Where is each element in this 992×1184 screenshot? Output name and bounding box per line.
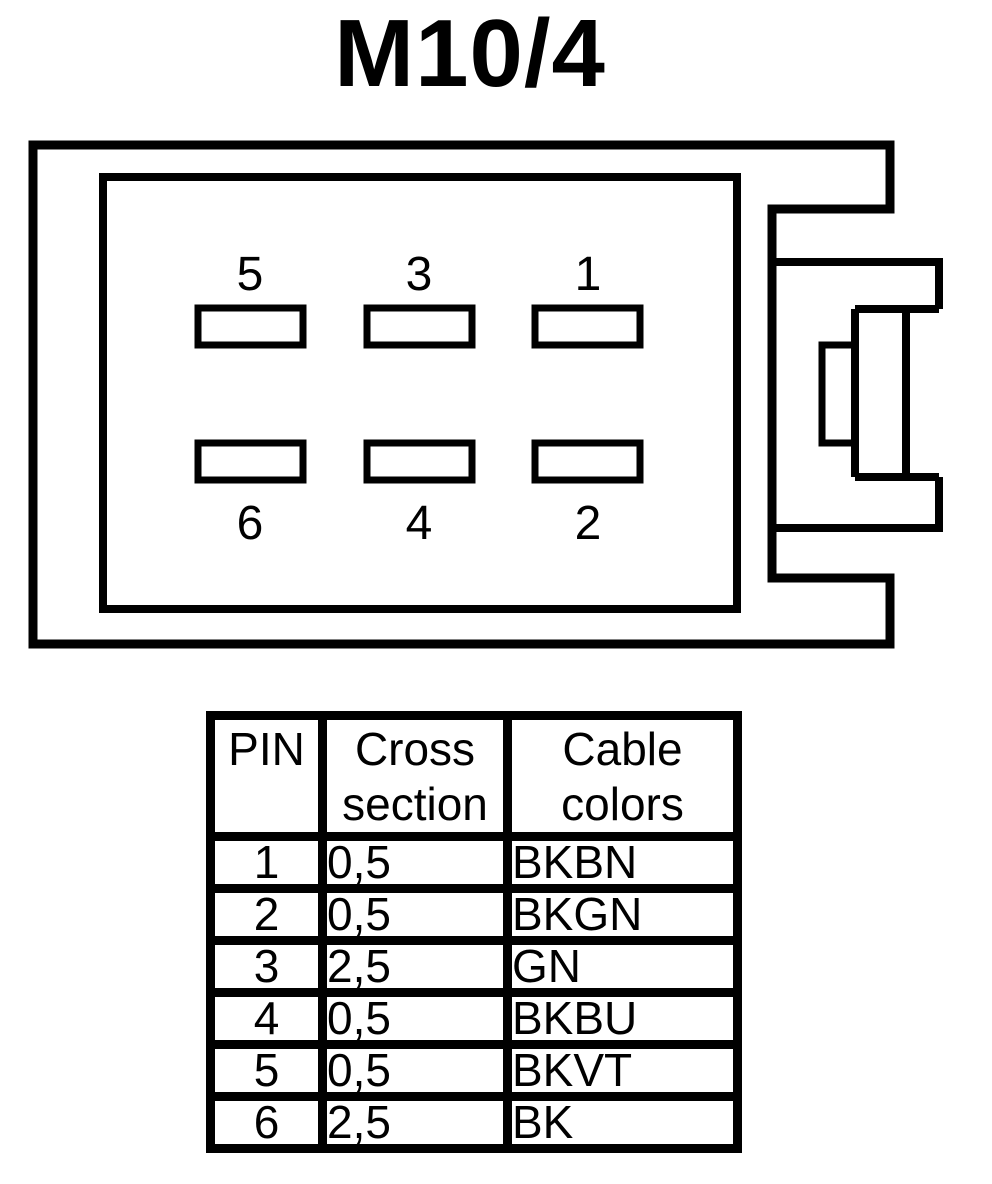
cross-section-cell: 2,5 [318, 936, 512, 997]
pin-label-5: 5 [237, 248, 264, 301]
table-row: 3 2,5 GN [206, 936, 742, 997]
table-row: 1 0,5 BKBN [206, 832, 742, 893]
pin-cavity-4 [363, 439, 476, 484]
cross-section-cell: 0,5 [318, 988, 512, 1049]
cable-color-cell: BKGN [503, 884, 742, 945]
pin-label-2: 2 [575, 497, 602, 550]
pin-cavity-2 [531, 439, 644, 484]
table-row: 5 0,5 BKVT [206, 1040, 742, 1101]
pin-cell: 3 [206, 936, 327, 997]
cable-color-cell: GN [503, 936, 742, 997]
table-header-row: PIN Cross section Cable colors [206, 711, 742, 841]
cable-color-cell: BKVT [503, 1040, 742, 1101]
pin-cavity-5 [194, 304, 307, 349]
header-pin: PIN [206, 711, 327, 841]
pin-cavity-3 [363, 304, 476, 349]
pin-cell: 5 [206, 1040, 327, 1101]
connector-diagram: 5 3 1 6 4 2 [28, 140, 943, 649]
latch-bump-outline [818, 341, 855, 447]
table-row: 2 0,5 BKGN [206, 884, 742, 945]
latch-tab-outline [772, 258, 943, 532]
cable-color-cell: BKBU [503, 988, 742, 1049]
pin-label-1: 1 [575, 248, 602, 301]
latch-slot-lines [851, 305, 939, 481]
pin-cavity-1 [531, 304, 644, 349]
cable-color-cell: BK [503, 1092, 742, 1153]
pin-cell: 6 [206, 1092, 327, 1153]
cross-section-cell: 0,5 [318, 884, 512, 945]
header-cable-colors: Cable colors [503, 711, 742, 841]
pin-label-3: 3 [406, 248, 433, 301]
cross-section-cell: 2,5 [318, 1092, 512, 1153]
pin-cavity-6 [194, 439, 307, 484]
pin-cell: 1 [206, 832, 327, 893]
pin-label-6: 6 [237, 497, 264, 550]
outer-housing-outline [28, 140, 895, 649]
pin-label-4: 4 [406, 497, 433, 550]
header-cross-section: Cross section [318, 711, 512, 841]
table-row: 4 0,5 BKBU [206, 988, 742, 1049]
pin-assignment-table: PIN Cross section Cable colors 1 0,5 BKB… [206, 711, 742, 1153]
connector-title: M10/4 [334, 0, 606, 107]
table-row: 6 2,5 BK [206, 1092, 742, 1153]
pin-cell: 2 [206, 884, 327, 945]
cross-section-cell: 0,5 [318, 832, 512, 893]
inner-face-outline [99, 173, 741, 613]
cable-color-cell: BKBN [503, 832, 742, 893]
cross-section-cell: 0,5 [318, 1040, 512, 1101]
pin-cell: 4 [206, 988, 327, 1049]
